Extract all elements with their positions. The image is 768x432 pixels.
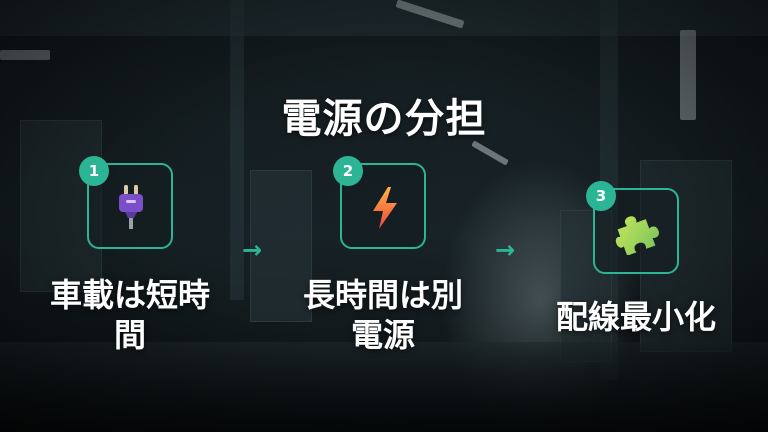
arrow-right-icon: → xyxy=(495,236,516,264)
puzzle-piece-icon xyxy=(615,216,659,255)
step-1-label: 車載は短時 間 xyxy=(49,276,210,354)
step-3-number-badge: 3 xyxy=(586,181,616,211)
step-1-number-badge: 1 xyxy=(79,156,109,186)
slide-title: 電源の分担 xyxy=(281,96,487,142)
arrow-right-icon: → xyxy=(242,236,263,264)
step-2-number-badge: 2 xyxy=(333,156,363,186)
step-3-label: 配線最小化 xyxy=(555,298,716,336)
lightning-bolt-icon xyxy=(373,187,397,229)
power-plug-icon xyxy=(119,185,143,229)
step-2-label: 長時間は別 電源 xyxy=(302,276,463,354)
